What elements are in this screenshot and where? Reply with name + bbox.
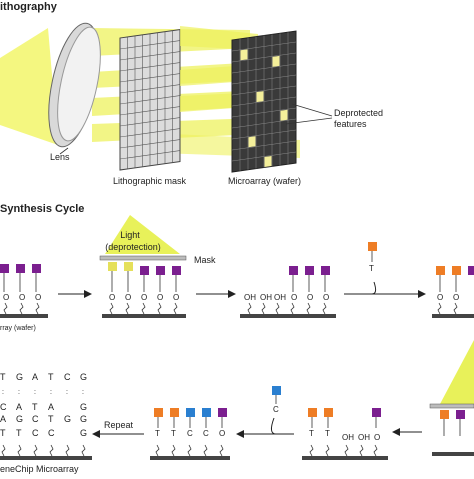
seq-char: T bbox=[16, 428, 22, 438]
seq-char: T bbox=[48, 414, 54, 424]
wafer-caption: rray (wafer) bbox=[0, 325, 36, 332]
seq-char: A bbox=[0, 414, 6, 424]
o-label: O bbox=[307, 293, 313, 302]
svg-text::: : bbox=[34, 389, 36, 396]
seq-char: C bbox=[64, 372, 71, 382]
light-cone bbox=[0, 28, 58, 145]
repeat-label: Repeat bbox=[104, 420, 134, 430]
panel-b-title: Synthesis Cycle bbox=[0, 203, 84, 215]
microarray-wafer bbox=[231, 30, 297, 173]
seq-char: C bbox=[0, 402, 7, 412]
svg-text::: : bbox=[82, 389, 84, 396]
panel-a-title: ithography bbox=[0, 1, 58, 13]
oh-label: OH bbox=[244, 293, 256, 302]
genechip-caption: eneChip Microarray bbox=[0, 464, 79, 474]
mask-label-b: Mask bbox=[194, 255, 216, 265]
seq-char: C bbox=[32, 414, 39, 424]
o-label: O bbox=[173, 293, 179, 302]
o-label: O bbox=[291, 293, 297, 302]
light-triangle bbox=[105, 215, 180, 254]
step-4: O O bbox=[432, 266, 474, 318]
step-2: Light (deprotection) Mask O O O O O bbox=[99, 215, 216, 318]
o-label: O bbox=[125, 293, 131, 302]
svg-text::: : bbox=[66, 389, 68, 396]
arrow-left-icon bbox=[392, 428, 422, 436]
step-1: O O O bbox=[0, 264, 48, 318]
base-label: C bbox=[203, 429, 209, 438]
svg-text::: : bbox=[2, 389, 4, 396]
seq-char: G bbox=[80, 372, 87, 382]
seq-char: T bbox=[32, 402, 38, 412]
light-label-2: (deprotection) bbox=[105, 242, 161, 252]
base-label: C bbox=[187, 429, 193, 438]
seq-char: G bbox=[16, 372, 23, 382]
mask-label: Lithographic mask bbox=[113, 176, 187, 186]
step-6: T T OH OH O bbox=[302, 408, 388, 460]
o-label: O bbox=[374, 433, 380, 442]
svg-text::: : bbox=[50, 389, 52, 396]
seq-char: A bbox=[48, 402, 54, 412]
o-label: O bbox=[453, 293, 459, 302]
genechip-sequences: T G A T C G :: :: :: C A T A G A G C T G… bbox=[0, 372, 92, 460]
arrow-left-icon bbox=[92, 430, 144, 438]
arrow-right-icon bbox=[58, 290, 92, 298]
arrow-right-icon bbox=[196, 290, 236, 298]
wafer-label: Microarray (wafer) bbox=[228, 176, 301, 186]
step-7: T T C C O bbox=[150, 408, 230, 460]
features-label-2: features bbox=[334, 119, 367, 129]
oh-label: OH bbox=[342, 433, 354, 442]
lens-label: Lens bbox=[50, 152, 70, 162]
seq-char: C bbox=[32, 428, 39, 438]
nucleotide-c: C bbox=[273, 405, 279, 414]
step-3: OH OH OH O O O bbox=[240, 266, 336, 318]
base-label: T bbox=[155, 429, 160, 438]
lens-icon bbox=[48, 22, 101, 148]
seq-char: T bbox=[0, 372, 6, 382]
seq-char: G bbox=[80, 402, 87, 412]
nucleotide-t: T bbox=[369, 264, 374, 273]
o-label: O bbox=[323, 293, 329, 302]
oh-label: OH bbox=[260, 293, 272, 302]
base-label: T bbox=[171, 429, 176, 438]
o-label: O bbox=[141, 293, 147, 302]
oh-label: OH bbox=[358, 433, 370, 442]
seq-char: G bbox=[80, 428, 87, 438]
oh-label: OH bbox=[274, 293, 286, 302]
seq-char: A bbox=[16, 402, 22, 412]
seq-char: C bbox=[48, 428, 55, 438]
o-label: O bbox=[3, 293, 9, 302]
base-t: T bbox=[325, 429, 330, 438]
o-label: O bbox=[437, 293, 443, 302]
deprotected-features bbox=[240, 49, 288, 167]
svg-text::: : bbox=[18, 389, 20, 396]
features-label-1: Deprotected bbox=[334, 108, 383, 118]
seq-char: T bbox=[48, 372, 54, 382]
seq-char: G bbox=[80, 414, 87, 424]
o-label: O bbox=[109, 293, 115, 302]
o-label: O bbox=[157, 293, 163, 302]
step-5-partial bbox=[429, 340, 474, 456]
lithographic-mask bbox=[119, 29, 181, 171]
base-label: O bbox=[219, 429, 225, 438]
light-label-1: Light bbox=[120, 230, 140, 240]
mask-bar bbox=[99, 255, 187, 261]
base-t: T bbox=[309, 429, 314, 438]
seq-char: G bbox=[16, 414, 23, 424]
seq-char: A bbox=[32, 372, 38, 382]
curved-arrow-icon: T bbox=[344, 242, 426, 298]
seq-char: G bbox=[64, 414, 71, 424]
seq-char: T bbox=[0, 428, 6, 438]
o-label: O bbox=[35, 293, 41, 302]
curved-arrow-icon: C bbox=[236, 386, 294, 438]
o-label: O bbox=[19, 293, 25, 302]
